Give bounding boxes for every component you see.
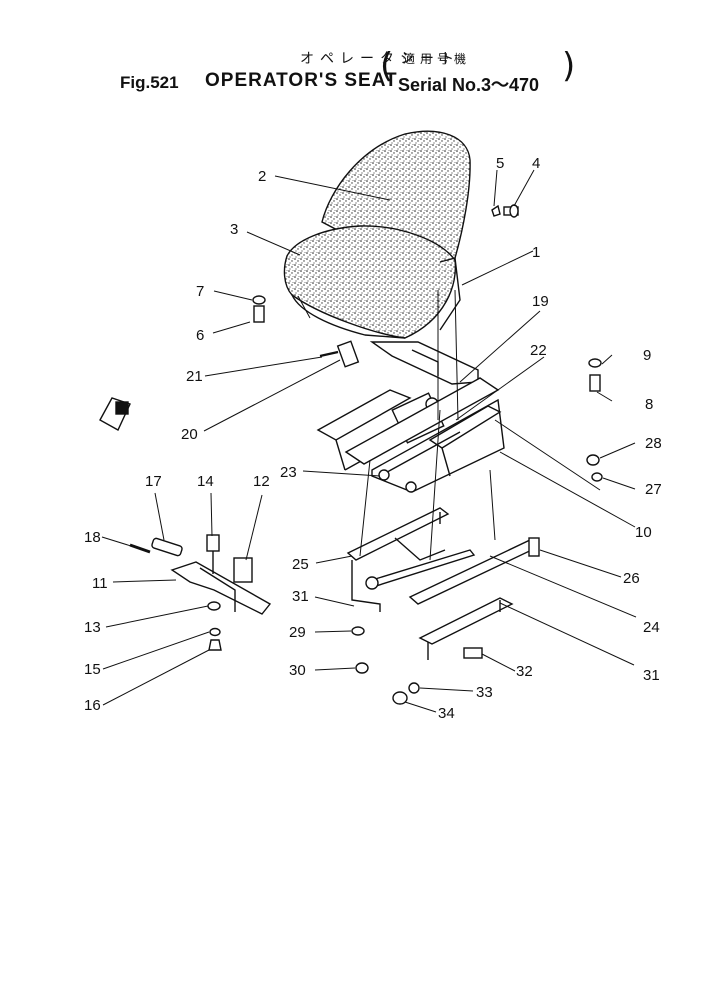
diagram-title: OPERATOR'S SEAT	[205, 70, 398, 91]
callout-label: 6	[196, 327, 204, 344]
callout-label: 5	[496, 155, 504, 172]
washer-5	[491, 204, 501, 217]
callout-label: 19	[532, 293, 549, 310]
callout-label: 18	[84, 529, 101, 546]
callout-label: 25	[292, 556, 309, 573]
pin-21	[319, 350, 339, 358]
washer-9	[588, 358, 602, 368]
bolt-32	[463, 647, 483, 659]
seat-cushion	[283, 225, 457, 339]
washer-33	[408, 682, 420, 694]
callout-label: 23	[280, 464, 297, 481]
callout-label: 33	[476, 684, 493, 701]
callout-label: 29	[289, 624, 306, 641]
applicable-label: 適用号機	[403, 52, 472, 66]
bolt-26	[528, 537, 540, 557]
pin-18	[129, 543, 151, 554]
callout-label: 3	[230, 221, 238, 238]
callout-label: 15	[84, 661, 101, 678]
callout-label: 21	[186, 368, 203, 385]
leader-lines	[101, 169, 637, 713]
washer-27	[591, 472, 603, 482]
lower-slide-rail	[346, 507, 450, 561]
figure-number: Fig.521	[120, 73, 179, 92]
right-paren: )	[562, 46, 576, 86]
callout-label: 27	[645, 481, 662, 498]
washer-7	[252, 295, 266, 305]
nut-30	[355, 662, 369, 674]
callout-label: 12	[253, 473, 270, 490]
callout-label: 8	[645, 396, 653, 413]
callout-label: 14	[197, 473, 214, 490]
callout-label: 10	[635, 524, 652, 541]
callout-label: 4	[532, 155, 540, 172]
callout-label: 9	[643, 347, 651, 364]
japanese-title: オペレータシート	[300, 51, 460, 67]
lower-rail-31	[418, 597, 514, 645]
serial-range: Serial No.3～470	[398, 75, 540, 95]
callout-label: 11	[92, 575, 108, 592]
callout-label: 7	[196, 283, 204, 300]
callout-label: 26	[623, 570, 640, 587]
callout-label: 28	[645, 435, 662, 452]
callout-label: 16	[84, 697, 101, 714]
callout-label: 22	[530, 342, 547, 359]
callout-label: 13	[84, 619, 101, 636]
callout-label: 30	[289, 662, 306, 679]
lock-bracket	[170, 561, 272, 615]
bolt-8	[589, 374, 601, 392]
nut-28	[586, 454, 600, 466]
washer-29	[351, 626, 365, 636]
pin-20	[336, 340, 360, 368]
callout-label: 1	[532, 244, 540, 261]
bolt-14	[206, 534, 220, 552]
left-paren: (	[380, 46, 394, 86]
callout-label: 24	[643, 619, 660, 636]
nut-34	[392, 691, 408, 705]
callout-label: 34	[438, 705, 455, 722]
callout-label: 2	[258, 168, 266, 185]
callout-label: 20	[181, 426, 198, 443]
callout-labels: 1 2 3 4 5 6 7 8 9 10 11 12 13 14 15 16 1…	[84, 155, 662, 722]
callout-label: 17	[145, 473, 162, 490]
bolt-6	[253, 305, 265, 323]
callout-label: 31	[292, 588, 309, 605]
seat-bracket	[369, 341, 479, 385]
callout-label: 32	[516, 663, 533, 680]
callout-label: 31	[643, 667, 660, 684]
slide-frame-upper	[316, 389, 412, 441]
pin-17	[151, 537, 183, 557]
